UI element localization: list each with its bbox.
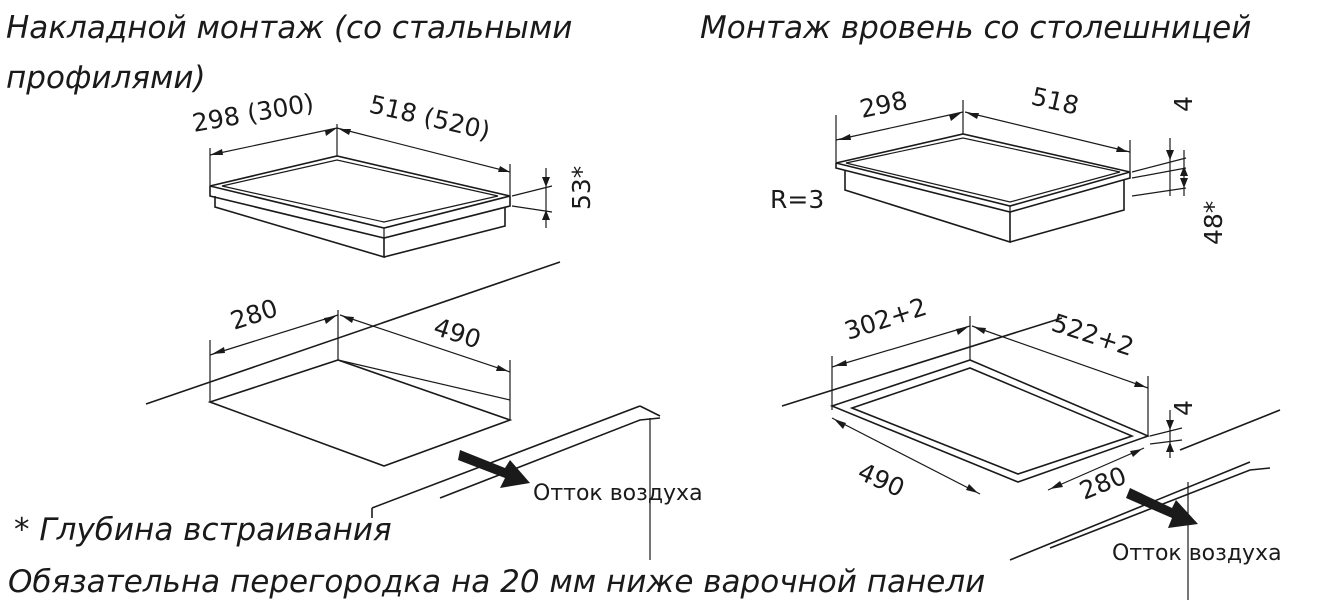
flush-radius-label: R=3 bbox=[770, 185, 824, 214]
flush-width-label: 298 bbox=[857, 86, 910, 124]
flush-lip-label: 4 bbox=[1169, 96, 1198, 112]
surface-cutout-drawing bbox=[145, 261, 661, 560]
flush-mount-title: Монтаж вровень со столешницей bbox=[700, 10, 1251, 46]
surface-width-label: 298 (300) bbox=[190, 88, 316, 138]
flush-hob-drawing bbox=[835, 100, 1188, 244]
surface-hob-drawing bbox=[209, 124, 553, 259]
flush-airflow-label: Отток воздуха bbox=[1112, 541, 1282, 566]
flush-recess-length-label: 522+2 bbox=[1048, 308, 1137, 362]
surface-length-label: 518 (520) bbox=[367, 90, 493, 146]
surface-height-label: 53* bbox=[567, 166, 596, 210]
flush-cutout-drawing bbox=[781, 316, 1281, 600]
surface-airflow-label: Отток воздуха bbox=[533, 481, 703, 506]
flush-recess-depth-label: 4 bbox=[1169, 400, 1198, 416]
flush-cutout-width-label: 280 bbox=[1075, 461, 1130, 506]
partition-note: Обязательна перегородка на 20 мм ниже ва… bbox=[8, 564, 985, 600]
flush-length-label: 518 bbox=[1029, 82, 1082, 121]
flush-recess-width-label: 302+2 bbox=[841, 292, 930, 346]
surface-mount-title-cont: профилями) bbox=[6, 60, 206, 96]
flush-height-label: 48* bbox=[1199, 201, 1228, 245]
surface-mount-title: Накладной монтаж (со стальными bbox=[6, 10, 572, 46]
flush-cutout-length-label: 490 bbox=[854, 457, 909, 503]
surface-cutout-width-label: 280 bbox=[227, 293, 281, 335]
depth-note: * Глубина встраивания bbox=[14, 512, 392, 548]
